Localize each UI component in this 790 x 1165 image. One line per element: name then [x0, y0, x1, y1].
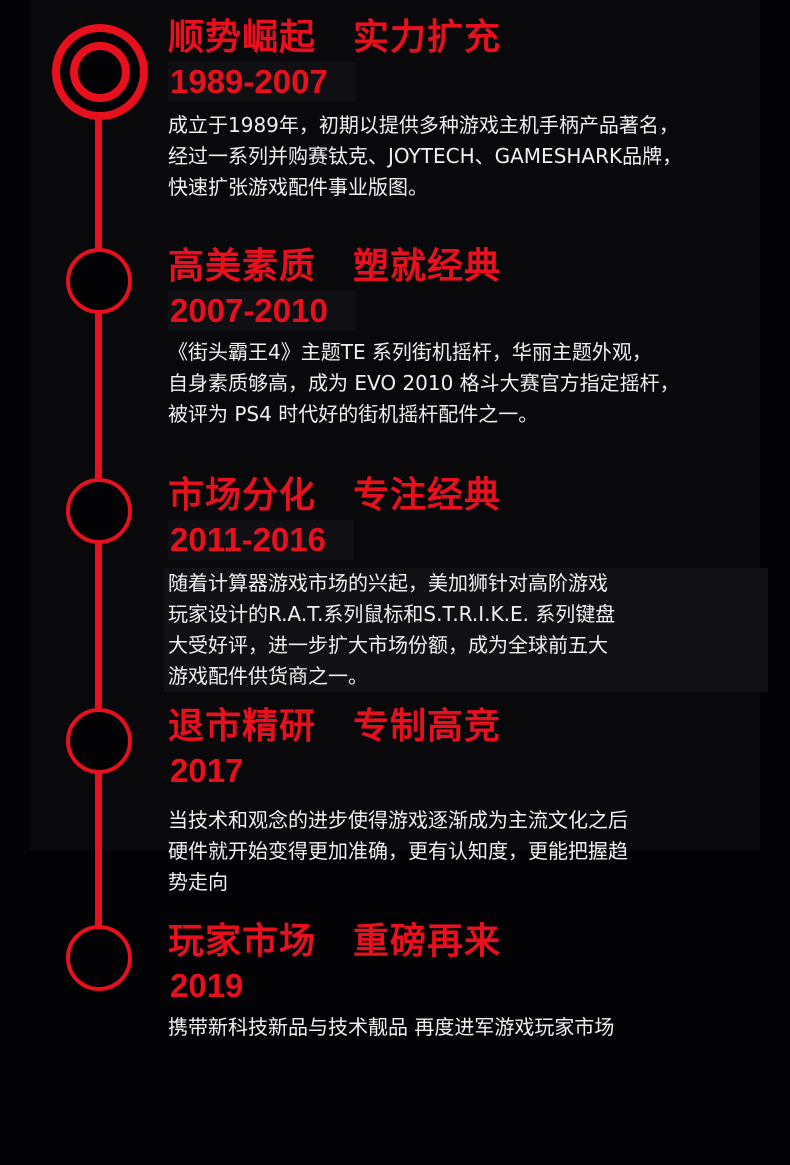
section-title: 玩家市场 重磅再来: [168, 921, 502, 962]
year-badge: 1989-2007: [168, 62, 356, 102]
section-years: 2007-2010: [170, 292, 328, 329]
section-description: 《街头霸王4》主题TE 系列街机摇杆，华丽主题外观， 自身素质够高，成为 EVO…: [168, 340, 680, 426]
year-badge: 2011-2016: [168, 520, 354, 560]
section-description: 成立于1989年，初期以提供多种游戏主机手柄产品著名， 经过一系列并购赛钛克、J…: [168, 113, 683, 199]
section-title: 高美素质 塑就经典: [168, 246, 502, 287]
timeline-node-active-icon: [52, 24, 148, 120]
timeline-node-icon: [66, 708, 132, 774]
timeline-section-2019: 玩家市场 重磅再来 2019 携带新科技新品与技术靓品 再度进军游戏玩家市场: [168, 920, 768, 1043]
year-badge: 2017: [168, 751, 271, 791]
background-panel: [30, 0, 760, 850]
section-years: 2019: [170, 967, 244, 1004]
section-description: 当技术和观念的进步使得游戏逐渐成为主流文化之后 硬件就开始变得更加准确，更有认知…: [168, 808, 628, 894]
timeline-section-2007-2010: 高美素质 塑就经典 2007-2010 《街头霸王4》主题TE 系列街机摇杆，华…: [168, 245, 768, 430]
year-badge: 2019: [168, 966, 271, 1006]
section-title: 顺势崛起 实力扩充: [168, 17, 502, 58]
section-title: 退市精研 专制高竞: [168, 706, 502, 747]
timeline-node-icon: [66, 478, 132, 544]
section-years: 1989-2007: [170, 63, 328, 100]
timeline-node-icon: [66, 925, 132, 991]
timeline-node-inner-ring: [70, 42, 130, 102]
section-description: 携带新科技新品与技术靓品 再度进军游戏玩家市场: [168, 1015, 615, 1039]
year-badge: 2007-2010: [168, 291, 356, 331]
section-description: 随着计算器游戏市场的兴起，美加狮针对高阶游戏 玩家设计的R.A.T.系列鼠标和S…: [164, 568, 768, 692]
timeline-section-1989-2007: 顺势崛起 实力扩充 1989-2007 成立于1989年，初期以提供多种游戏主机…: [168, 16, 768, 203]
section-years: 2011-2016: [170, 521, 326, 558]
timeline-section-2011-2016: 市场分化 专注经典 2011-2016 随着计算器游戏市场的兴起，美加狮针对高阶…: [164, 474, 768, 692]
timeline-section-2017: 退市精研 专制高竞 2017 当技术和观念的进步使得游戏逐渐成为主流文化之后 硬…: [168, 705, 768, 898]
section-title: 市场分化 专注经典: [168, 475, 502, 516]
timeline-node-icon: [66, 248, 132, 314]
section-years: 2017: [170, 752, 244, 789]
